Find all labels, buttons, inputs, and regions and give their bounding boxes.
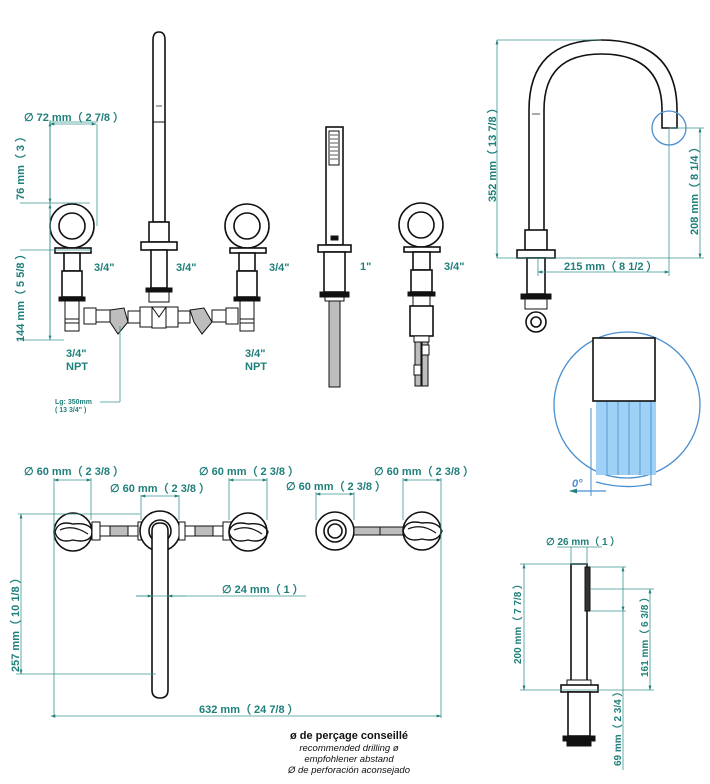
- handshower-diameter-label: ∅ 26 mm（ 1 ）: [546, 535, 620, 548]
- left-handle-top: [53, 512, 93, 552]
- side-view: 352 mm（ 13 7/8 ） 208 mm（ 8 1/4 ） 215 mm（…: [486, 39, 704, 333]
- thread-shower-label: 1": [360, 261, 371, 273]
- hose-connection: [83, 306, 239, 335]
- thread-diverter-label: 3/4": [444, 261, 465, 273]
- spout-diameter-label: ∅ 60 mm（ 2 3/8 ）: [110, 482, 210, 495]
- left-handle-diameter-label: ∅ 60 mm（ 2 3/8 ）: [24, 465, 124, 478]
- spout-height-label: 352 mm（ 13 7/8 ）: [486, 102, 499, 202]
- depth-label: 257 mm（ 10 1/8 ）: [9, 572, 22, 672]
- handshower-height-label: 200 mm（ 7 7/8 ）: [511, 579, 524, 664]
- left-handle-elevation: [49, 203, 95, 332]
- diverter-diameter-label: ∅ 60 mm（ 2 3/8 ）: [374, 465, 474, 478]
- spray-angle-label: 0°: [572, 478, 583, 490]
- spray-detail: 0°: [553, 331, 701, 496]
- diverter-top: [402, 511, 442, 551]
- handshower-dimension-lines: [520, 546, 654, 770]
- hose-length-line1: Lg: 350mm: [55, 399, 92, 406]
- handshower-head-height-label: 161 mm（ 6 3/8 ）: [638, 592, 651, 677]
- npt-left-line1: 3/4": [66, 348, 87, 360]
- top-dimension-lines: [16, 478, 442, 718]
- npt-right-line2: NPT: [245, 361, 267, 373]
- right-handle-diameter-label: ∅ 60 mm（ 2 3/8 ）: [199, 465, 299, 478]
- handshower-elevation: 1": [317, 126, 371, 388]
- spout-reach-label: 215 mm（ 8 1/2 ）: [564, 260, 658, 273]
- top-view: ∅ 60 mm（ 2 3/8 ） ∅ 60 mm（ 2 3/8 ） ∅ 60 m…: [9, 465, 474, 718]
- spout-tube-diameter-label: ∅ 24 mm（ 1 ）: [222, 583, 304, 596]
- handshower-dimension-view: ∅ 26 mm（ 1 ） 200 mm（ 7 7/8 ） 161 mm（ 6 3…: [511, 535, 654, 770]
- drilling-legend: ø de perçage conseillé recommended drill…: [287, 730, 410, 776]
- handle-diameter-label: ∅ 72 mm（ 2 7/8 ）: [24, 111, 124, 124]
- legend-line-de: empfohlener abstand: [304, 754, 394, 765]
- handshower-below-deck-label: 69 mm（ 2 3/4 ）: [611, 687, 624, 766]
- body-height-label: 144 mm（ 5 5/8 ）: [14, 248, 27, 342]
- front-dimension-lines: [20, 120, 121, 403]
- thread-left-label: 3/4": [94, 262, 115, 274]
- legend-line-en: recommended drilling ø: [299, 743, 398, 754]
- npt-left-line2: NPT: [66, 361, 88, 373]
- spout-elevation: [140, 31, 178, 303]
- legend-title: ø de perçage conseillé: [290, 730, 408, 742]
- side-dimension-lines: [495, 39, 704, 276]
- spout-outlet-height-label: 208 mm（ 8 1/4 ）: [688, 141, 701, 235]
- diverter-elevation: 3/4": [398, 202, 465, 387]
- handle-height-label: 76 mm（ 3 ）: [14, 131, 27, 200]
- legend-line-es: Ø de perforación aconsejado: [287, 765, 410, 776]
- front-view: ∅ 72 mm（ 2 7/8 ） 76 mm（ 3 ） 144 mm（ 5 5/…: [14, 31, 290, 414]
- overall-width-label: 632 mm（ 24 7/8 ）: [199, 703, 299, 716]
- thread-right-label: 3/4": [269, 262, 290, 274]
- right-handle-top: [228, 512, 268, 552]
- hose-length-line2: ( 13 3/4" ): [55, 407, 86, 414]
- thread-spout-label: 3/4": [176, 262, 197, 274]
- shower-base-diameter-label: ∅ 60 mm（ 2 3/8 ）: [286, 480, 386, 493]
- npt-right-line1: 3/4": [245, 348, 266, 360]
- right-handle-elevation: [224, 203, 270, 332]
